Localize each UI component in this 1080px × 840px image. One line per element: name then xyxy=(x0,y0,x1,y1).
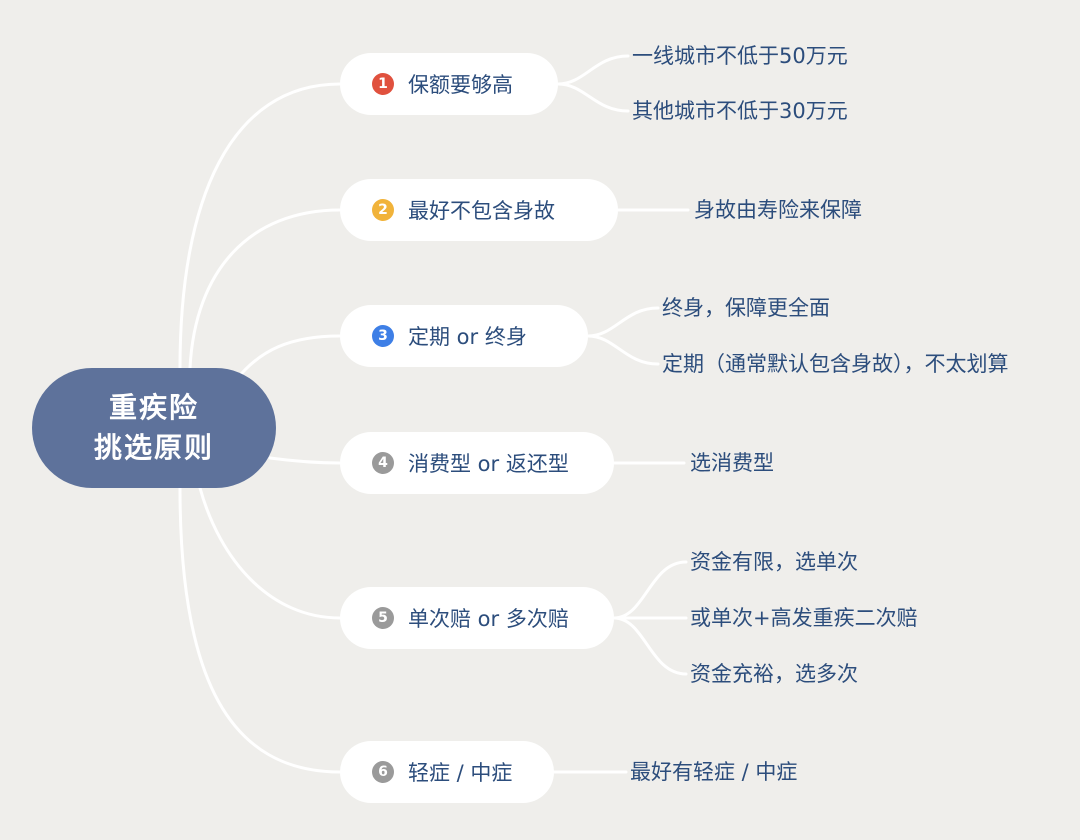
branch-label-3: 定期 or 终身 xyxy=(408,325,527,349)
branch-label-2: 最好不包含身故 xyxy=(408,199,555,223)
branch-topic-5[interactable]: 5 单次赔 or 多次赔 xyxy=(340,587,614,649)
leaf-4-1[interactable]: 选消费型 xyxy=(690,451,774,475)
branch-topic-3[interactable]: 3 定期 or 终身 xyxy=(340,305,588,367)
connector-branch-5-leaf-1 xyxy=(612,560,688,620)
connector-root-branch-4 xyxy=(268,456,342,465)
number-1-icon: 1 xyxy=(372,73,394,95)
branch-label-6: 轻症 / 中症 xyxy=(408,761,513,785)
branch-topic-6[interactable]: 6 轻症 / 中症 xyxy=(340,741,554,803)
branch-label-5: 单次赔 or 多次赔 xyxy=(408,607,569,631)
connector-branch-3-leaf-1 xyxy=(586,306,660,338)
number-6-icon: 6 xyxy=(372,761,394,783)
number-5-icon: 5 xyxy=(372,607,394,629)
root-title-line-1: 重疾险 xyxy=(108,391,199,424)
connector-root-branch-2 xyxy=(188,208,342,370)
root-title-line-2: 挑选原则 xyxy=(93,431,214,464)
leaf-1-1[interactable]: 一线城市不低于50万元 xyxy=(632,44,848,68)
leaf-1-2[interactable]: 其他城市不低于30万元 xyxy=(632,99,848,123)
number-3-icon: 3 xyxy=(372,325,394,347)
branch-topic-4[interactable]: 4 消费型 or 返还型 xyxy=(340,432,614,494)
leaf-5-1[interactable]: 资金有限，选单次 xyxy=(690,550,858,574)
connector-root-branch-1 xyxy=(178,82,342,370)
leaf-2-1[interactable]: 身故由寿险来保障 xyxy=(694,198,862,222)
branch-topic-1[interactable]: 1 保额要够高 xyxy=(340,53,558,115)
leaf-5-2[interactable]: 或单次+高发重疾二次赔 xyxy=(690,606,918,630)
connector-branch-1-leaf-2 xyxy=(556,82,630,113)
connector-root-branch-5 xyxy=(198,486,342,620)
connector-branch-5-leaf-3 xyxy=(612,616,688,676)
number-2-icon: 2 xyxy=(372,199,394,221)
number-4-icon: 4 xyxy=(372,452,394,474)
branch-label-1: 保额要够高 xyxy=(408,73,513,97)
leaf-3-1[interactable]: 终身，保障更全面 xyxy=(662,296,830,320)
connector-branch-3-leaf-2 xyxy=(586,334,660,366)
root-topic[interactable]: 重疾险 挑选原则 xyxy=(32,368,276,488)
leaf-6-1[interactable]: 最好有轻症 / 中症 xyxy=(630,760,798,784)
branch-label-4: 消费型 or 返还型 xyxy=(408,452,569,476)
leaf-3-2[interactable]: 定期（通常默认包含身故），不太划算 xyxy=(662,352,1009,376)
connector-branch-1-leaf-1 xyxy=(556,54,630,86)
connector-root-branch-3 xyxy=(234,334,342,382)
leaf-5-3[interactable]: 资金充裕，选多次 xyxy=(690,662,858,686)
branch-topic-2[interactable]: 2 最好不包含身故 xyxy=(340,179,618,241)
connector-root-branch-6 xyxy=(178,486,342,774)
